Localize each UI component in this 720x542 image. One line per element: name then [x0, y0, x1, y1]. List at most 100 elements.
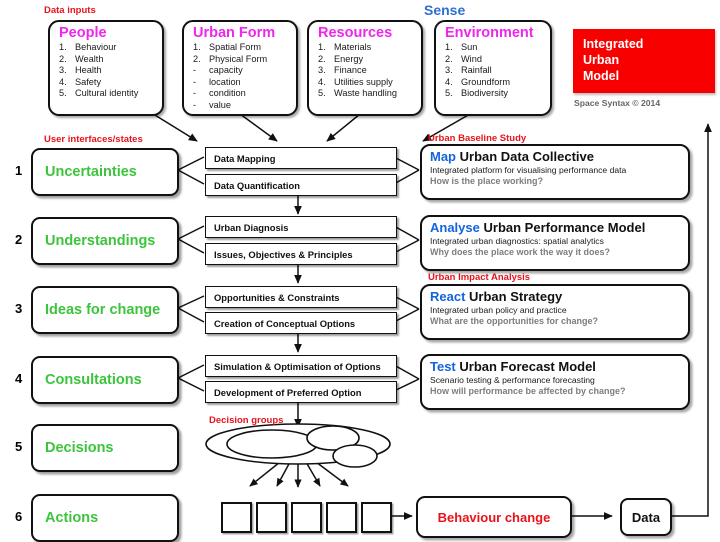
action-square[interactable]: [221, 502, 252, 533]
list-item: 3.Rainfall: [445, 65, 492, 76]
copyright-text: Space Syntax © 2014: [574, 98, 661, 108]
list-item: -capacity: [193, 65, 243, 76]
label-decision-groups: Decision groups: [209, 415, 284, 426]
process-box-data-quantification[interactable]: Data Quantification: [205, 174, 397, 196]
panel-question: What are the opportunities for change?: [430, 315, 599, 326]
process-label: Development of Preferred Option: [214, 386, 362, 398]
panel-heading: React Urban Strategy: [430, 289, 688, 305]
input-card-title: People: [59, 25, 107, 41]
panel-question: How is the place working?: [430, 175, 544, 186]
list-item: 1.Behaviour: [59, 42, 117, 52]
decision-group-outer: [205, 423, 391, 465]
decision-group-3: [332, 444, 378, 468]
input-card-resources: Resources 1.Materials 2.Energy 3.Finance…: [307, 20, 423, 116]
stage-number: 5: [15, 439, 23, 454]
list-item: 4.Utilities supply: [318, 76, 393, 87]
process-label: Urban Diagnosis: [214, 221, 289, 233]
list-item: -value: [193, 99, 231, 110]
process-box-urban-diagnosis[interactable]: Urban Diagnosis: [205, 216, 397, 238]
brand-line-1: Integrated: [583, 37, 644, 51]
list-item: 4.Groundform: [445, 76, 511, 87]
panel-description: Scenario testing & performance forecasti…: [430, 375, 595, 385]
panel-keyword: Test: [430, 359, 456, 374]
process-box-development-preferred-option[interactable]: Development of Preferred Option: [205, 381, 397, 403]
process-box-simulation-optimisation[interactable]: Simulation & Optimisation of Options: [205, 355, 397, 377]
label-urban-baseline-study: Urban Baseline Study: [428, 133, 527, 144]
list-item: 2.Wealth: [59, 53, 104, 64]
stage-label: Decisions: [45, 440, 114, 456]
label-urban-impact-analysis: Urban Impact Analysis: [428, 272, 531, 283]
behaviour-change-box[interactable]: Behaviour change: [416, 496, 572, 538]
stage-number: 2: [15, 232, 23, 247]
process-box-creation-of-conceptual-options[interactable]: Creation of Conceptual Options: [205, 312, 397, 334]
stage-label: Actions: [45, 510, 99, 526]
process-label: Data Mapping: [214, 152, 276, 164]
list-item: -location: [193, 76, 241, 87]
list-item: 1.Spatial Form: [193, 42, 262, 52]
list-item: 1.Sun: [445, 42, 478, 52]
input-card-environment: Environment 1.Sun 2.Wind 3.Rainfall 4.Gr…: [434, 20, 552, 116]
decision-group-1: [226, 429, 318, 459]
brand-line-2: Urban: [583, 53, 620, 67]
action-square[interactable]: [291, 502, 322, 533]
list-item: 3.Finance: [318, 65, 367, 76]
list-item: -condition: [193, 88, 246, 99]
list-item: 2.Physical Form: [193, 53, 268, 64]
model-panel-test[interactable]: Test Urban Forecast Model Scenario testi…: [420, 354, 690, 410]
stage-box-understandings[interactable]: Understandings: [31, 217, 179, 265]
brand-block: Integrated Urban Model: [573, 29, 715, 93]
panel-question: How will performance be affected by chan…: [430, 385, 626, 396]
stage-box-uncertainties[interactable]: Uncertainties: [31, 148, 179, 196]
stage-number: 3: [15, 301, 23, 316]
list-item: 5.Waste handling: [318, 88, 397, 99]
list-item: 2.Wind: [445, 53, 482, 64]
panel-title: Urban Performance Model: [483, 220, 646, 235]
model-panel-analyse[interactable]: Analyse Urban Performance Model Integrat…: [420, 215, 690, 271]
process-box-data-mapping[interactable]: Data Mapping: [205, 147, 397, 169]
model-panel-map[interactable]: Map Urban Data Collective Integrated pla…: [420, 144, 690, 200]
stage-box-ideas-for-change[interactable]: Ideas for change: [31, 286, 179, 334]
action-square[interactable]: [326, 502, 357, 533]
list-item: 1.Materials: [318, 42, 372, 52]
list-item: 4.Safety: [59, 76, 102, 87]
stage-number: 1: [15, 163, 23, 178]
panel-heading: Test Urban Forecast Model: [430, 359, 688, 375]
input-card-title: Environment: [445, 25, 534, 41]
action-square[interactable]: [361, 502, 392, 533]
input-card-title: Urban Form: [193, 25, 276, 41]
stage-box-consultations[interactable]: Consultations: [31, 356, 179, 404]
input-card-title: Resources: [318, 25, 393, 41]
panel-keyword: React: [430, 289, 466, 304]
process-label: Creation of Conceptual Options: [214, 317, 356, 329]
process-box-issues-objectives-principles[interactable]: Issues, Objectives & Principles: [205, 243, 397, 265]
stage-number: 6: [15, 509, 23, 524]
panel-title: Urban Strategy: [469, 289, 563, 304]
input-card-list: 1.Sun 2.Wind 3.Rainfall 4.Groundform 5.B…: [436, 42, 550, 100]
stage-label: Understandings: [45, 233, 156, 249]
label-user-interfaces: User interfaces/states: [44, 134, 143, 145]
input-card-list: 1.Spatial Form 2.Physical Form -capacity…: [184, 42, 296, 112]
panel-description: Integrated urban policy and practice: [430, 305, 567, 315]
decision-group-2: [306, 425, 360, 451]
data-box[interactable]: Data: [620, 498, 672, 536]
brand-line-3: Model: [583, 69, 620, 83]
input-card-people: People 1.Behaviour 2.Wealth 3.Health 4.S…: [48, 20, 164, 116]
behaviour-change-label: Behaviour change: [437, 509, 551, 525]
panel-keyword: Analyse: [430, 220, 480, 235]
panel-description: Integrated platform for visualising perf…: [430, 165, 627, 175]
panel-title: Urban Forecast Model: [459, 359, 596, 374]
input-card-urban-form: Urban Form 1.Spatial Form 2.Physical For…: [182, 20, 298, 116]
process-label: Data Quantification: [214, 179, 300, 191]
stage-box-actions[interactable]: Actions: [31, 494, 179, 542]
action-square[interactable]: [256, 502, 287, 533]
panel-heading: Analyse Urban Performance Model: [430, 220, 688, 236]
process-box-opportunities-constraints[interactable]: Opportunities & Constraints: [205, 286, 397, 308]
list-item: 3.Health: [59, 65, 102, 76]
label-data-inputs: Data inputs: [44, 5, 96, 16]
model-panel-react[interactable]: React Urban Strategy Integrated urban po…: [420, 284, 690, 340]
process-label: Issues, Objectives & Principles: [214, 248, 353, 260]
stage-label: Uncertainties: [45, 164, 137, 180]
stage-box-decisions[interactable]: Decisions: [31, 424, 179, 472]
list-item: 2.Energy: [318, 53, 364, 64]
